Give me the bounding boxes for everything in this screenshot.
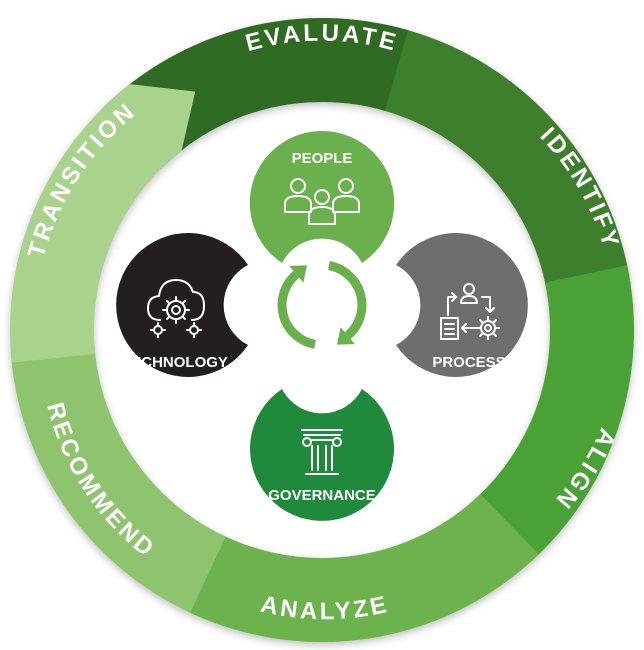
cycle-arrows-icon: [277, 261, 367, 349]
process-icon: [440, 283, 500, 340]
node-label-process: PROCESS: [432, 354, 505, 371]
node-technology: TECHNOLOGY: [116, 233, 248, 378]
node-governance: GOVERNANCE: [250, 389, 395, 521]
ring-segment-recommend: [10, 301, 226, 613]
ring-segment-align: [465, 265, 634, 562]
ring-segment-evaluate: [101, 17, 441, 169]
node-people: PEOPLE: [249, 130, 395, 263]
ring-segment-transition: [9, 84, 196, 363]
ring-segment-analyze: [159, 494, 539, 642]
process-ring: [9, 17, 634, 642]
cloud-gears-icon: [147, 279, 205, 338]
pillar-icon: [301, 429, 343, 475]
node-label-technology: TECHNOLOGY: [122, 354, 228, 371]
node-label-people: PEOPLE: [292, 150, 353, 167]
node-process: PROCESS: [396, 233, 528, 378]
node-label-governance: GOVERNANCE: [268, 487, 376, 504]
people-icon: [284, 178, 360, 225]
ring-segment-identify: [384, 30, 631, 340]
